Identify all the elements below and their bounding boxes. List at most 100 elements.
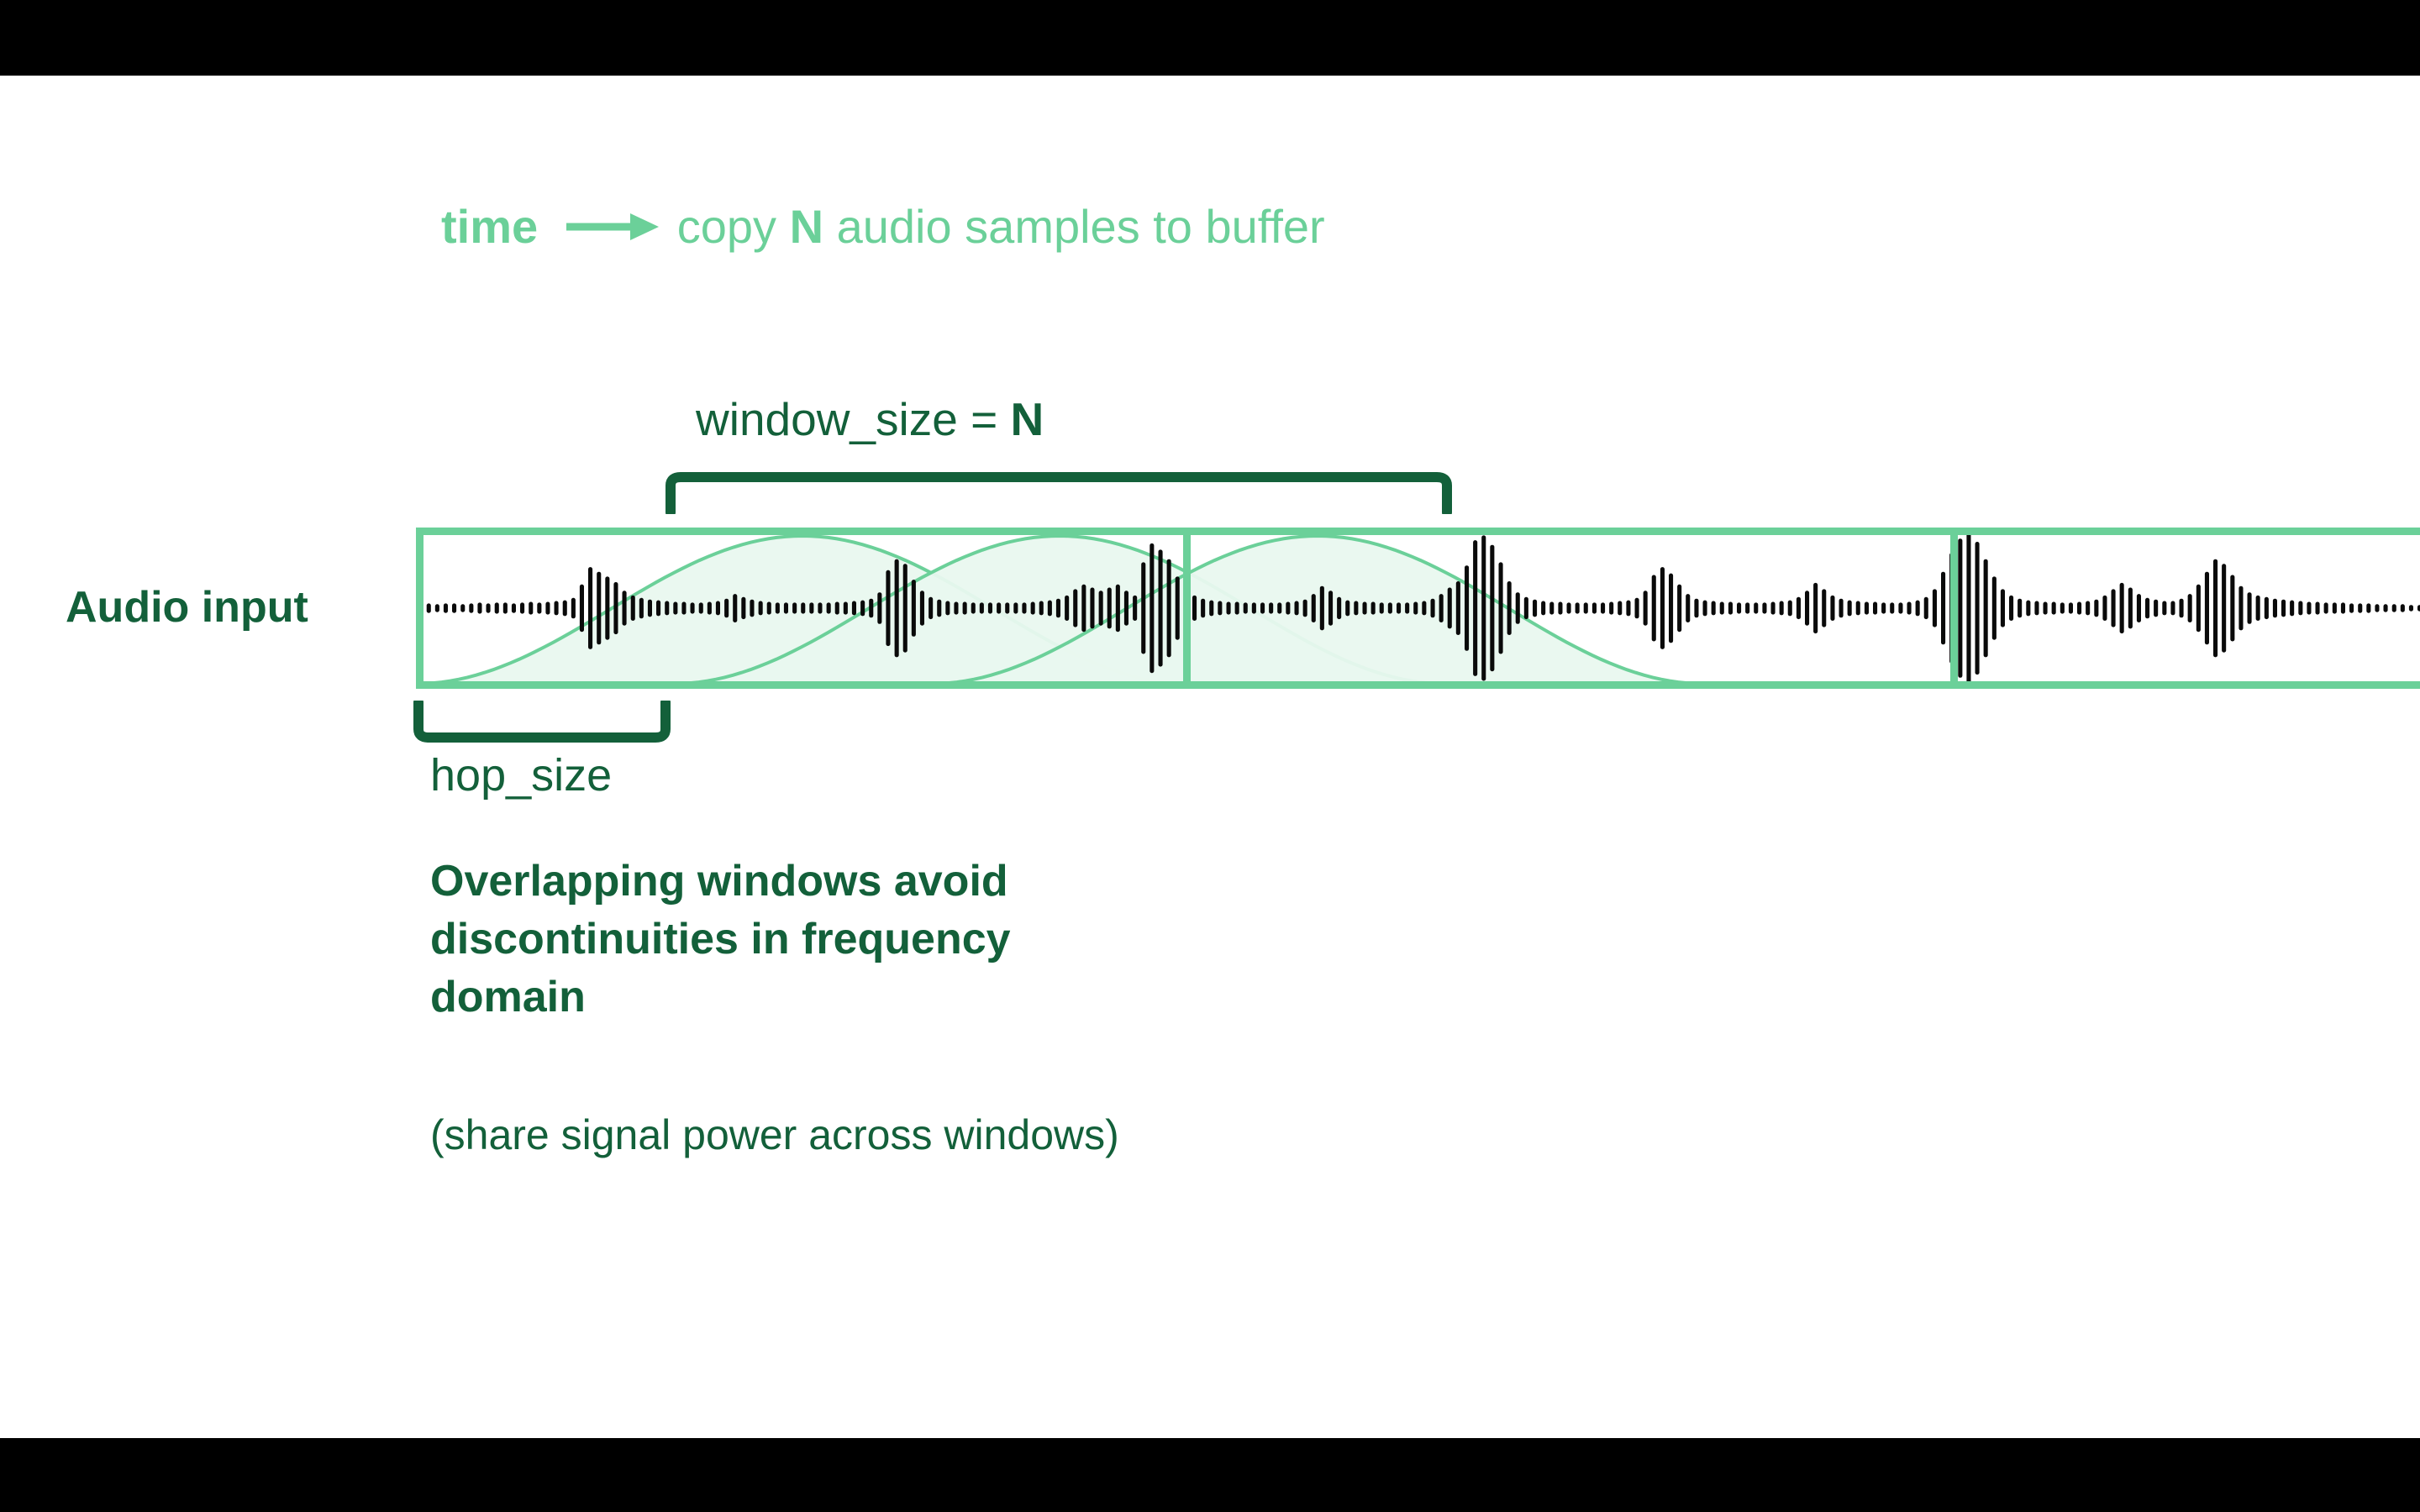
waveform-sample xyxy=(1669,573,1674,643)
waveform-sample xyxy=(1745,602,1750,614)
waveform-sample xyxy=(1065,595,1070,621)
waveform-sample xyxy=(426,603,431,613)
waveform-sample xyxy=(919,591,924,626)
waveform-sample xyxy=(2281,599,2286,617)
waveform-sample xyxy=(511,603,516,613)
waveform-sample xyxy=(2204,571,2209,645)
waveform-sample xyxy=(1022,602,1027,614)
waveform-sample xyxy=(1090,587,1095,629)
waveform-sample xyxy=(1558,601,1563,615)
waveform-sample xyxy=(2222,564,2227,653)
waveform-sample xyxy=(1337,596,1342,620)
waveform-sample xyxy=(877,592,882,624)
waveform-sample xyxy=(1481,535,1486,681)
waveform-sample xyxy=(1354,601,1359,616)
waveform-sample xyxy=(2391,604,2396,612)
waveform-sample xyxy=(851,601,856,616)
waveform-sample xyxy=(588,567,593,649)
waveform-sample xyxy=(1609,601,1614,615)
waveform-sample xyxy=(2009,595,2014,621)
waveform-sample xyxy=(1991,576,1996,640)
letterbox-bar-bottom xyxy=(0,1438,2420,1512)
waveform-sample xyxy=(656,600,661,617)
waveform-sample xyxy=(1907,601,1912,615)
waveform-sample xyxy=(2018,598,2023,618)
waveform-sample xyxy=(724,598,729,618)
waveform-sample xyxy=(715,601,720,616)
waveform-sample xyxy=(469,603,474,613)
letterbox-bar-top xyxy=(0,0,2420,76)
waveform-sample xyxy=(1770,601,1776,615)
waveform-sample xyxy=(1702,600,1707,617)
waveform-sample xyxy=(1839,598,1844,618)
waveform-sample xyxy=(979,602,984,614)
waveform-sample xyxy=(1651,575,1656,642)
waveform-sample xyxy=(520,602,525,614)
waveform-sample xyxy=(843,601,848,615)
waveform-sample xyxy=(971,602,976,614)
waveform-sample xyxy=(2136,594,2141,622)
waveform-sample xyxy=(1047,600,1052,617)
waveform-sample xyxy=(801,602,806,614)
waveform-sample xyxy=(622,591,627,626)
waveform-sample xyxy=(1686,594,1691,622)
waveform-sample xyxy=(1932,589,1937,627)
waveform-sample xyxy=(1319,585,1324,631)
time-label: time xyxy=(441,200,539,253)
down-bracket-icon xyxy=(666,472,1452,517)
waveform-sample xyxy=(1898,602,1903,614)
waveform-sample xyxy=(962,601,967,615)
waveform-sample xyxy=(502,602,508,614)
waveform-sample xyxy=(1830,595,1835,621)
waveform-sample xyxy=(486,603,491,613)
waveform-sample xyxy=(1286,601,1291,615)
caption-n-symbol: N xyxy=(789,200,824,253)
waveform-sample xyxy=(1081,584,1086,633)
segment-divider-2 xyxy=(1950,528,1958,689)
waveform-sample xyxy=(554,601,559,616)
waveform-sample xyxy=(1030,601,1035,615)
waveform-sample xyxy=(894,559,899,658)
note-text: (share signal power across windows) xyxy=(430,1111,1119,1158)
waveform-sample xyxy=(434,604,439,612)
waveform-sample xyxy=(1890,602,1895,614)
waveform-sample xyxy=(2272,598,2277,618)
waveform-sample xyxy=(1533,599,1538,617)
waveform-sample xyxy=(1762,602,1767,614)
waveform-sample xyxy=(1150,543,1155,674)
waveform-sample xyxy=(1269,602,1274,614)
waveform-sample xyxy=(783,602,788,614)
waveform-sample xyxy=(1575,602,1580,614)
waveform-sample xyxy=(647,599,652,617)
waveform-sample xyxy=(1626,600,1631,617)
waveform-sample xyxy=(1260,602,1265,614)
waveform-sample xyxy=(2094,599,2099,617)
waveform-sample xyxy=(2366,603,2371,613)
waveform-sample xyxy=(1541,601,1546,616)
caption-line: time copy N audio samples to buffer xyxy=(441,203,1325,250)
waveform-sample xyxy=(1566,602,1571,614)
waveform-sample xyxy=(2086,601,2091,616)
waveform-sample xyxy=(545,601,550,615)
waveform-sample xyxy=(529,601,534,615)
window-size-label: window_size = N xyxy=(696,396,1044,443)
waveform-sample xyxy=(1728,601,1733,615)
waveform-sample xyxy=(2060,602,2065,614)
waveform-sample xyxy=(1115,584,1120,633)
waveform-sample xyxy=(1787,600,1792,617)
waveform-sample xyxy=(1405,602,1410,614)
waveform-sample xyxy=(690,602,695,614)
window-size-label-prefix: window_size = xyxy=(696,393,1011,445)
waveform-sample xyxy=(1218,601,1223,616)
waveform-sample xyxy=(2000,589,2005,627)
waveform-sample xyxy=(1983,559,1988,658)
waveform-sample xyxy=(1941,571,1946,645)
waveform-sample xyxy=(2111,589,2116,627)
caption-text-before-n: copy xyxy=(676,200,790,253)
waveform-sample xyxy=(929,596,934,620)
waveform-sample xyxy=(477,602,482,614)
waveform-sample xyxy=(1251,602,1256,614)
waveform-sample xyxy=(1601,602,1606,614)
waveform-sample xyxy=(902,564,908,653)
waveform-sample xyxy=(1473,540,1478,676)
